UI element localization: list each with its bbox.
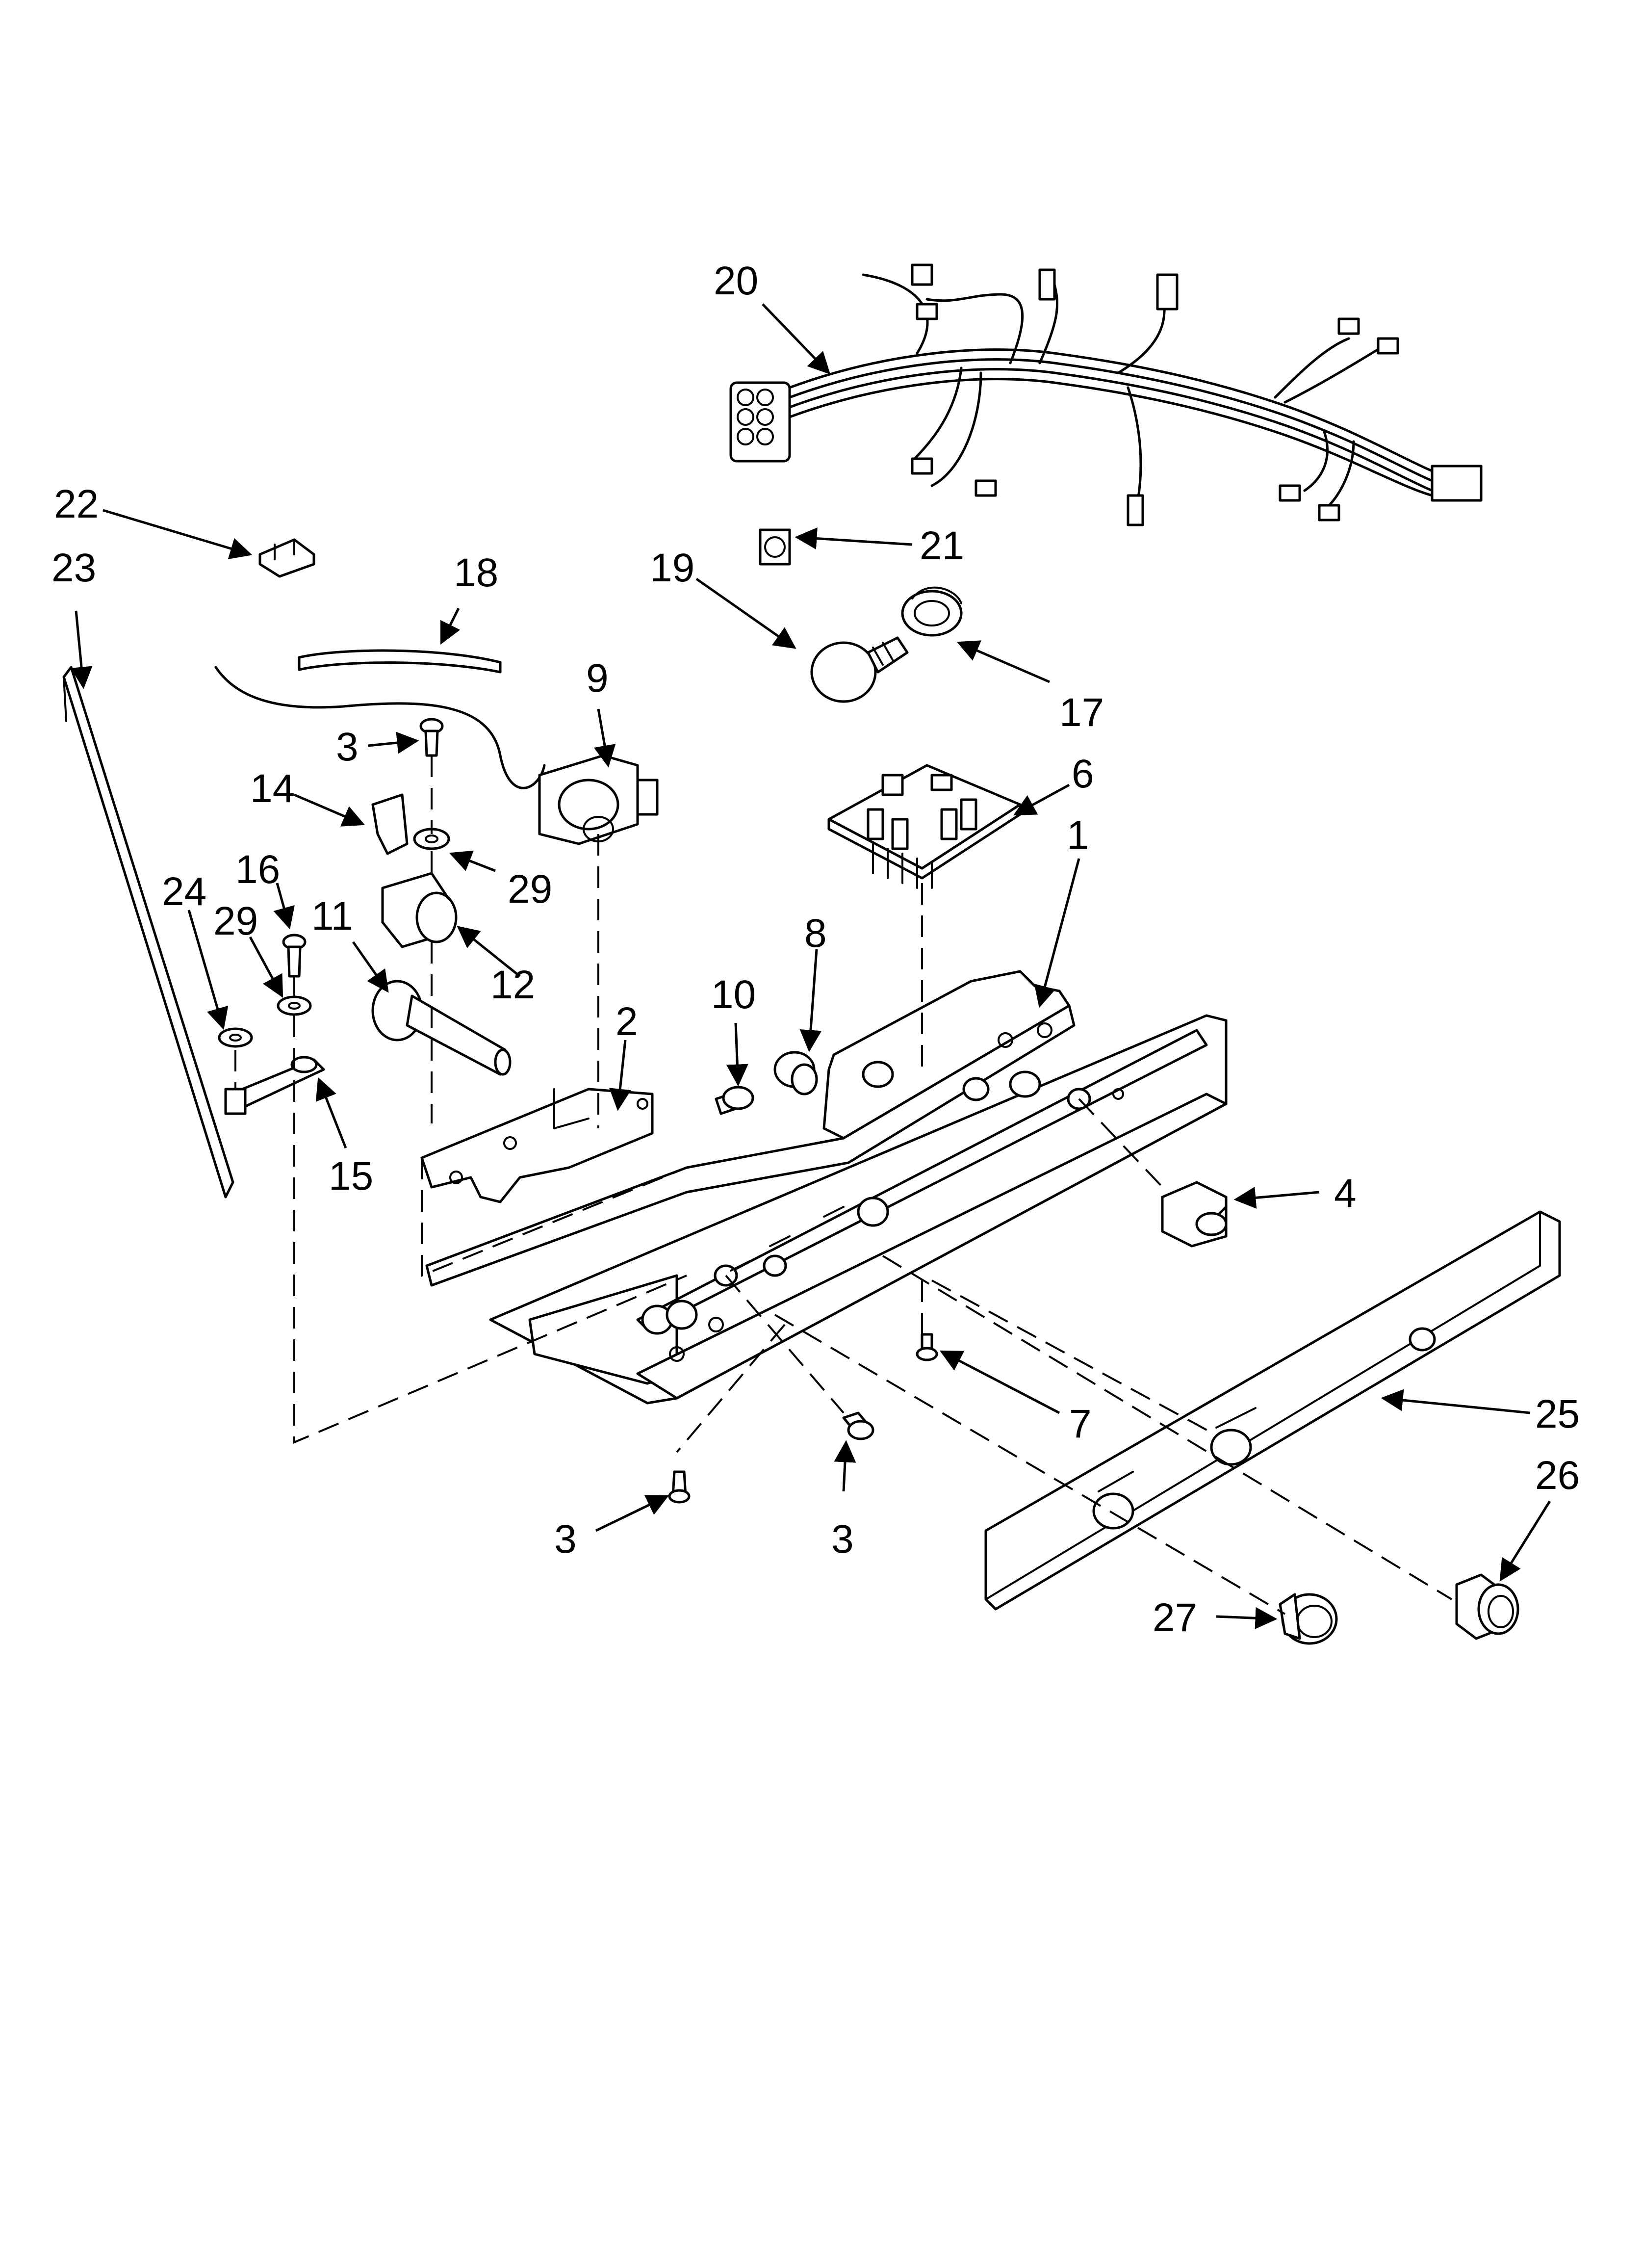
control-panel-part-25 (984, 1210, 1561, 1611)
callout-19: 19 (650, 546, 694, 590)
screw-part-7 (916, 1333, 938, 1361)
control-board-part-6 (827, 764, 1022, 889)
screw-part-10 (715, 1086, 754, 1115)
control-housing-part-1 (425, 970, 1228, 1405)
wire-harness-part-20 (729, 263, 1483, 526)
light-bulb-part-19 (810, 636, 909, 703)
callout-27: 27 (1153, 1595, 1197, 1640)
grommet-part-8 (773, 1051, 818, 1095)
screw-part-3-upper (419, 718, 444, 757)
lever-part-15 (224, 1056, 325, 1115)
callout-24: 24 (162, 869, 206, 914)
screw-part-3-lower-right (842, 1411, 874, 1440)
rod-part-23 (62, 666, 234, 1199)
screw-part-3-lower-left (668, 1470, 691, 1504)
screw-part-16 (282, 934, 307, 978)
callout-8: 8 (804, 911, 827, 956)
washer-part-29-left (277, 995, 312, 1016)
callout-1: 1 (1067, 813, 1089, 858)
callout-3-lower-right: 3 (831, 1517, 854, 1562)
callout-11: 11 (311, 894, 353, 938)
callout-7: 7 (1069, 1402, 1092, 1446)
shaft-part-11 (371, 980, 512, 1076)
callout-23: 23 (51, 546, 96, 590)
callout-25: 25 (1535, 1392, 1580, 1436)
callout-14: 14 (250, 766, 295, 811)
knob-part-26 (1455, 1573, 1519, 1640)
callout-15: 15 (329, 1154, 373, 1199)
callout-29-left: 29 (213, 899, 258, 943)
callout-2: 2 (616, 999, 638, 1044)
callout-4: 4 (1334, 1171, 1357, 1216)
tube-part-18 (214, 649, 546, 789)
assembly-guide-lines (234, 756, 1453, 1615)
lamp-socket-part-17 (901, 586, 963, 637)
callout-21: 21 (920, 523, 964, 568)
callout-22: 22 (54, 482, 99, 526)
callout-6: 6 (1072, 752, 1094, 796)
callout-16: 16 (235, 847, 280, 892)
callout-12: 12 (490, 963, 535, 1007)
clip-part-22 (258, 538, 315, 578)
knob-part-27 (1279, 1593, 1338, 1645)
callout-3: 3 (336, 725, 359, 769)
callout-labels: 20 22 23 18 19 21 17 9 3 14 29 6 1 24 16… (51, 259, 1580, 1640)
callout-9: 9 (586, 656, 609, 701)
control-part-9 (538, 754, 659, 845)
callout-leaders (70, 303, 1551, 1629)
callout-18: 18 (454, 550, 498, 595)
callout-10: 10 (711, 972, 756, 1017)
bushing-part-12 (381, 872, 458, 948)
callout-20: 20 (714, 259, 758, 303)
bracket-part-14 (371, 793, 409, 855)
callout-17: 17 (1059, 690, 1104, 735)
lamp-socket-clip-part-21 (759, 528, 791, 566)
callout-26: 26 (1535, 1453, 1580, 1498)
washer-part-24 (218, 1027, 253, 1048)
switch-part-4 (1161, 1181, 1228, 1248)
callout-29: 29 (508, 867, 552, 912)
callout-3-lower-left: 3 (554, 1517, 577, 1562)
